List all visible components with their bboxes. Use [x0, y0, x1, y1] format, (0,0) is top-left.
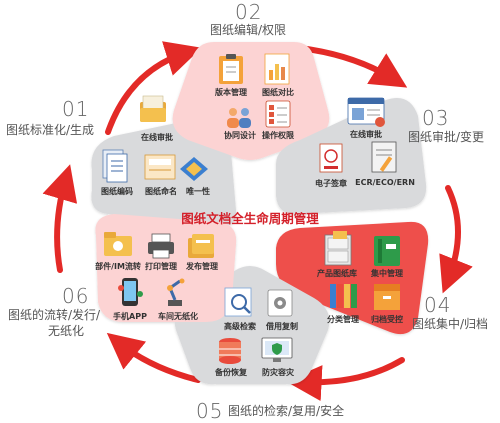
stage-number-04: 04: [424, 293, 452, 317]
item-label-06-4: 手机APP: [113, 312, 147, 321]
item-label-04-3: 分类管理: [327, 315, 359, 324]
shield-screen-icon: [261, 337, 293, 362]
stage-number-02: 02: [235, 0, 263, 24]
item-label-02-1: 版本管理: [215, 88, 247, 97]
stage-title-01: 图纸标准化/生成: [6, 123, 95, 137]
stage-title-06-line2: 无纸化: [48, 324, 85, 338]
stage-title-05: 图纸的检索/复用/安全: [228, 404, 345, 418]
arrow-1-to-2: [105, 41, 202, 135]
team-icon: [227, 108, 251, 128]
file-cabinet-icon: [324, 231, 352, 266]
green-book-icon: [374, 236, 400, 266]
stage-title-04: 图纸集中/归档: [412, 317, 489, 331]
stamp-icon: [319, 143, 343, 173]
stage-title-06-line1: 图纸的流转/发行/: [8, 308, 101, 322]
item-label-06-5: 车间无纸化: [158, 312, 198, 321]
segment-03: [276, 98, 427, 215]
folder-icon: [140, 95, 166, 122]
edit-document-icon: [371, 141, 397, 173]
item-label-02-3: 协同设计: [224, 131, 256, 140]
folder-flow-icon: [104, 232, 132, 256]
cycle-arrows: [42, 41, 473, 402]
arrow-5-to-6: [106, 332, 201, 383]
item-label-04-4: 归档受控: [371, 315, 403, 324]
database-stack-icon: [219, 338, 241, 364]
segment-02: [172, 42, 330, 160]
item-label-05-4: 防灾容灾: [262, 368, 294, 377]
item-label-03-1: 在线审批: [350, 130, 382, 139]
blueprint-icon: [180, 157, 208, 181]
printer-icon: [148, 233, 174, 259]
center-title: 图纸文档全生命周期管理: [181, 211, 319, 226]
magnifier-chart-icon: [224, 287, 252, 317]
checklist-icon: [265, 100, 291, 128]
item-label-02-2: 图纸对比: [262, 88, 294, 97]
design-sheet-icon: [144, 154, 176, 180]
stage-number-01: 01: [62, 97, 90, 121]
item-label-06-3: 发布管理: [186, 262, 218, 271]
document-stack-icon: [102, 149, 128, 183]
archive-box-icon: [374, 284, 400, 310]
item-label-04-1: 产品图纸库: [317, 269, 357, 278]
item-label-06-1: 部件/IM流转: [95, 262, 141, 271]
item-label-03-2: 电子签章: [315, 179, 347, 188]
clipboard-icon: [219, 54, 243, 84]
stage-number-06: 06: [62, 284, 90, 308]
item-label-05-2: 借用复制: [266, 322, 298, 331]
item-label-03-3: ECR/ECO/ERN: [355, 178, 415, 187]
stage-number-03: 03: [422, 106, 450, 130]
arrow-2-to-3: [297, 45, 408, 88]
binders-icon: [330, 284, 357, 308]
item-label-01-2: 图纸编码: [101, 187, 133, 196]
browser-window-icon: [347, 97, 385, 127]
stage-number-05: 05: [196, 399, 224, 423]
arrow-4-to-5: [285, 357, 405, 402]
factory-robot-icon: [167, 278, 185, 306]
phone-app-icon: [118, 278, 143, 306]
item-label-01-4: 唯一性: [186, 187, 210, 196]
item-label-04-2: 集中管理: [371, 269, 403, 278]
arrow-3-to-4: [439, 185, 473, 294]
stage-title-03: 图纸审批/变更: [408, 130, 485, 144]
item-label-01-3: 图纸命名: [145, 187, 177, 196]
item-label-05-3: 备份恢复: [215, 368, 247, 377]
chart-document-icon: [264, 53, 290, 85]
item-label-02-4: 操作权限: [262, 131, 294, 140]
item-label-05-1: 高级检索: [224, 322, 256, 331]
item-label-06-2: 打印管理: [145, 262, 177, 271]
item-label-01-1: 在线审批: [141, 133, 173, 142]
stage-title-02: 图纸编辑/权限: [210, 23, 287, 37]
folders-icon: [188, 234, 214, 258]
arrow-6-to-1: [42, 164, 78, 273]
gear-magnifier-icon: [267, 289, 293, 317]
